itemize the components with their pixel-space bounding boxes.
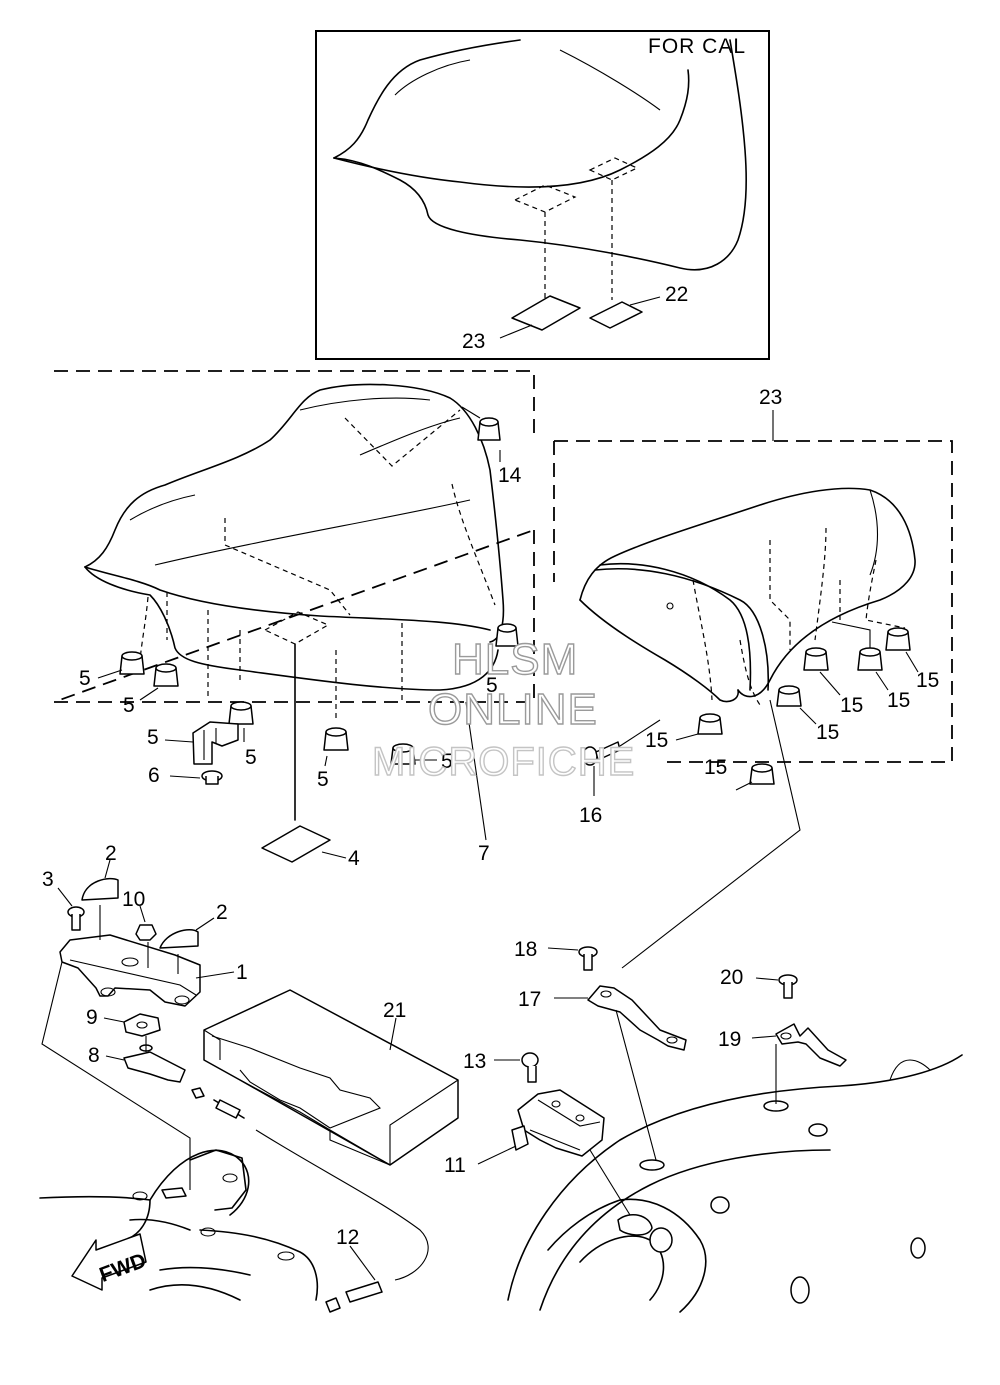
callout-5-e: 5 [317,768,329,791]
passenger-seat-group: 23 [553,386,953,969]
grommet-5 [390,743,416,765]
rider-seat-group: 14 5 5 5 5 5 5 5 6 7 4 [53,370,535,870]
callout-18: 18 [514,938,537,961]
callout-13: 13 [463,1050,486,1073]
bolt-16 [582,741,621,766]
plate-9 [123,1013,161,1037]
callout-16: 16 [579,804,602,827]
callout-20: 20 [720,966,743,989]
inset-label: FOR CAL [648,35,746,58]
latch-8 [123,1036,186,1083]
grommet-5 [153,663,179,687]
grommet-15 [857,647,883,671]
grommet-15 [803,647,829,671]
grommet-15 [885,627,911,651]
bolt-3 [67,906,85,931]
grommet-15 [697,713,723,735]
watermark: HLSM ONLINE MICROFICHE [371,634,635,784]
bolt-13 [521,1052,539,1083]
seat-lock-12 [511,1089,605,1157]
callout-5-b: 5 [79,667,91,690]
callout-5-g: 5 [486,674,498,697]
grommet-5 [323,727,349,751]
watermark-line-3: MICROFICHE [372,740,635,784]
callout-15-f: 15 [704,756,727,779]
callout-2-a: 2 [105,842,117,865]
callout-15-d: 15 [816,721,839,744]
callout-1: 1 [236,961,248,984]
callout-5-a: 14 [498,464,522,487]
callout-12: 11 [444,1154,466,1177]
callout-14: 23 [759,386,782,409]
grommet-15 [749,763,775,785]
callout-7: 6 [148,764,160,787]
grommet-5 [228,701,254,725]
callout-15-c: 15 [916,669,939,692]
bolt-20 [778,974,798,999]
callout-5-d: 5 [245,746,257,769]
bracket-19 [775,1023,847,1067]
rear-fender-group: 18 17 20 19 13 [444,938,963,1313]
bolt-7 [201,770,223,785]
callout-9: 9 [86,1006,98,1029]
callout-15-a: 15 [840,694,863,717]
grommet-5 [119,651,145,675]
callout-11: 12 [336,1226,359,1249]
frame-section [39,1149,319,1301]
callout-15-e: 15 [645,729,668,752]
callout-8: 8 [88,1044,100,1067]
callout-15-b: 15 [887,689,910,712]
grommet-15 [776,685,802,707]
bracket-17 [587,985,687,1051]
grommet-5 [495,623,519,647]
callout-5-c: 5 [123,694,135,717]
fwd-arrow: FWD [71,1233,149,1291]
callout-4: 7 [478,842,490,865]
callout-3: 3 [42,868,54,891]
grommet-5 [477,417,501,441]
lock-bracket-group: 2 2 3 10 1 [41,842,429,1313]
callout-6: 5 [147,726,159,749]
callout-5-f: 5 [441,750,453,773]
watermark-line-1: HLSM [452,635,578,684]
tool-bag-21: 21 [203,989,459,1166]
bolt-18 [578,946,598,971]
seat-lock-bracket-1 [59,905,201,1007]
watermark-line-2: ONLINE [428,685,598,734]
callout-23-mid: 4 [348,847,360,870]
callout-21: 21 [383,999,406,1022]
callout-22: 22 [665,283,688,306]
callout-19: 19 [718,1028,741,1051]
seat-bracket-6 [192,721,239,765]
callout-10: 10 [122,888,145,911]
callout-2-b: 2 [216,901,228,924]
callout-17: 17 [518,988,541,1011]
nut-10 [135,924,157,941]
inset-box: FOR CAL 23 22 [315,30,770,360]
callout-23-top: 23 [462,330,485,353]
